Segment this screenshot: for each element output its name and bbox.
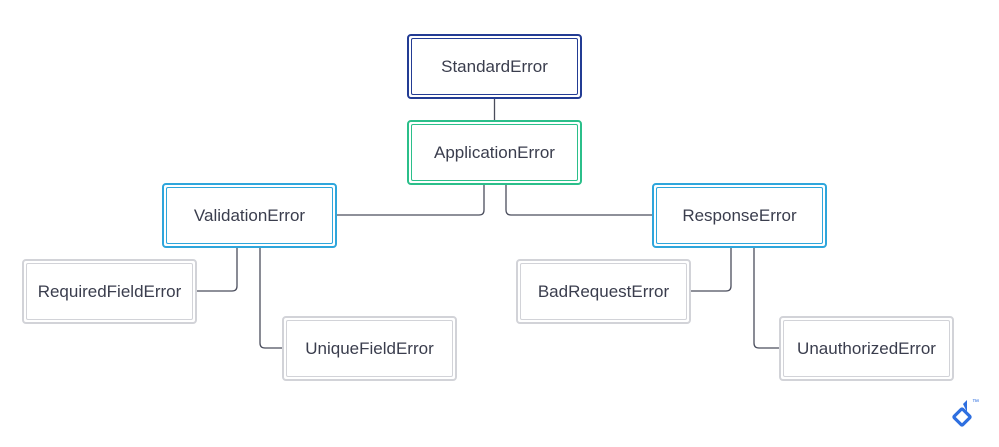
toptal-logo-icon: ™ xyxy=(952,399,979,427)
trademark-symbol: ™ xyxy=(972,399,979,406)
node-unauthorized-error: UnauthorizedError xyxy=(779,316,954,381)
node-label: UnauthorizedError xyxy=(797,338,936,358)
node-label: RequiredFieldError xyxy=(37,281,182,301)
node-standard-error: StandardError xyxy=(407,34,582,99)
node-label: UniqueFieldError xyxy=(305,338,434,358)
node-unique-field-error: UniqueFieldError xyxy=(282,316,457,381)
connector-response-unauthorized xyxy=(753,247,780,349)
node-label: BadRequestError xyxy=(537,281,670,301)
node-required-field-error: RequiredFieldError xyxy=(22,259,197,324)
node-application-error: ApplicationError xyxy=(407,120,582,185)
node-validation-error: ValidationError xyxy=(162,183,337,248)
node-bad-request-error: BadRequestError xyxy=(516,259,691,324)
node-label: ResponseError xyxy=(682,205,797,225)
node-label: StandardError xyxy=(441,56,548,76)
connector-response-badrequest xyxy=(690,247,732,292)
connector-application-response xyxy=(505,184,653,216)
connector-application-validation xyxy=(336,184,485,216)
connector-validation-required xyxy=(196,247,238,292)
node-label: ApplicationError xyxy=(434,142,555,162)
node-label: ValidationError xyxy=(193,205,306,225)
node-response-error: ResponseError xyxy=(652,183,827,248)
connector-validation-unique xyxy=(259,247,283,349)
